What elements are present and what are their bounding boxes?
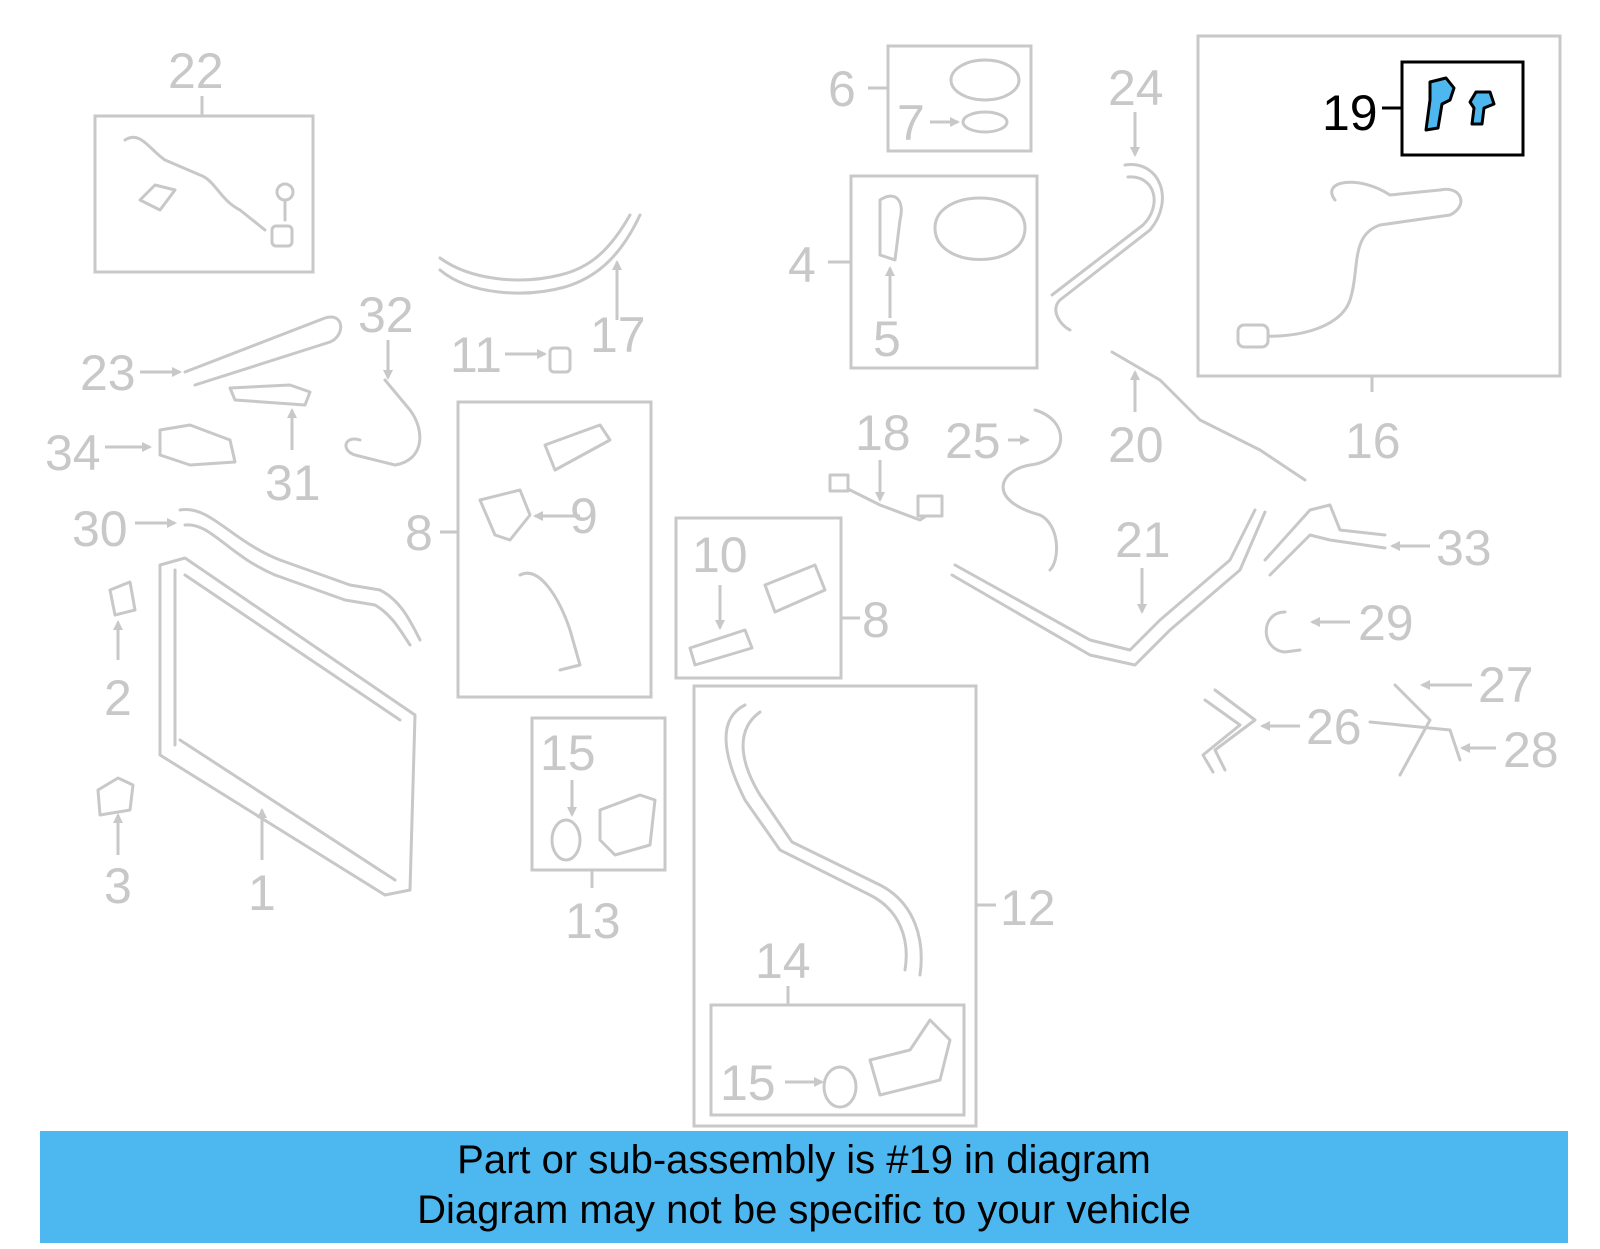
callout-13: 13 (565, 893, 621, 949)
callout-6: 6 (828, 61, 856, 117)
part-16-group[interactable] (1196, 34, 1562, 392)
part-30-hose[interactable] (135, 508, 422, 647)
callout-27: 27 (1478, 657, 1534, 713)
part-12-14-15-group[interactable] (692, 684, 996, 1128)
part-33-housing[interactable] (1263, 503, 1430, 577)
part-4-5-reservoir-group[interactable] (828, 174, 1039, 370)
part-18-sensor[interactable] (828, 460, 944, 522)
part-17-hose[interactable] (438, 213, 642, 320)
callout-32: 32 (358, 287, 414, 343)
part-19-highlight[interactable] (1382, 60, 1525, 157)
callout-14: 14 (755, 933, 811, 989)
callout-15-bottom: 15 (720, 1055, 776, 1111)
part-3-bracket[interactable] (96, 776, 135, 855)
callout-4: 4 (788, 237, 816, 293)
part-2-bracket[interactable] (108, 580, 137, 660)
callout-26: 26 (1306, 699, 1362, 755)
part-8-9-group[interactable] (440, 400, 653, 699)
callout-10: 10 (692, 527, 748, 583)
part-32-hose[interactable] (344, 340, 422, 467)
part-34-sensor[interactable] (105, 423, 237, 467)
callout-22: 22 (168, 43, 224, 99)
callout-28: 28 (1503, 722, 1559, 778)
callout-7: 7 (897, 95, 925, 151)
callout-18: 18 (855, 405, 911, 461)
part-23-hose[interactable] (140, 315, 343, 387)
part-11-clip[interactable] (505, 346, 572, 374)
callout-23: 23 (80, 345, 136, 401)
part-25-hose[interactable] (1001, 408, 1063, 572)
callout-16: 16 (1345, 413, 1401, 469)
callout-20: 20 (1108, 417, 1164, 473)
banner-line-1: Part or sub-assembly is #19 in diagram (457, 1138, 1151, 1182)
part-21-pipe[interactable] (950, 508, 1267, 667)
callout-17: 17 (590, 307, 646, 363)
callout-1: 1 (248, 865, 276, 921)
part-6-7-cap-group[interactable] (868, 44, 1033, 153)
part-22-group[interactable] (93, 96, 315, 274)
callout-31: 31 (265, 455, 321, 511)
callout-11: 11 (450, 327, 502, 383)
part-29-hose[interactable] (1264, 610, 1350, 654)
callout-8-left: 8 (405, 505, 433, 561)
callout-15-top: 15 (540, 725, 596, 781)
callout-12: 12 (1000, 880, 1056, 936)
part-24-hose[interactable] (1050, 112, 1164, 332)
callout-25: 25 (945, 413, 1001, 469)
banner-line-2: Diagram may not be specific to your vehi… (417, 1188, 1191, 1232)
callout-19: 19 (1322, 85, 1378, 141)
part-1-radiator[interactable] (158, 556, 417, 897)
part-10-8-group[interactable] (674, 516, 860, 680)
callout-2: 2 (104, 670, 132, 726)
part-31-hose[interactable] (228, 383, 312, 450)
callout-3: 3 (104, 858, 132, 914)
callout-30: 30 (72, 501, 128, 557)
callout-9: 9 (570, 488, 598, 544)
info-banner: Part or sub-assembly is #19 in diagram D… (40, 1131, 1568, 1243)
callout-8-right: 8 (862, 592, 890, 648)
part-13-15-group[interactable] (530, 716, 667, 888)
callout-5: 5 (873, 311, 901, 367)
callout-33: 33 (1436, 520, 1492, 576)
callout-29: 29 (1358, 595, 1414, 651)
callout-21: 21 (1115, 512, 1171, 568)
callout-34: 34 (45, 425, 101, 481)
callout-24: 24 (1108, 60, 1164, 116)
part-27-28-hose[interactable] (1368, 680, 1496, 777)
part-26-hose[interactable] (1201, 688, 1300, 774)
part-20-bracket[interactable] (1110, 350, 1307, 482)
